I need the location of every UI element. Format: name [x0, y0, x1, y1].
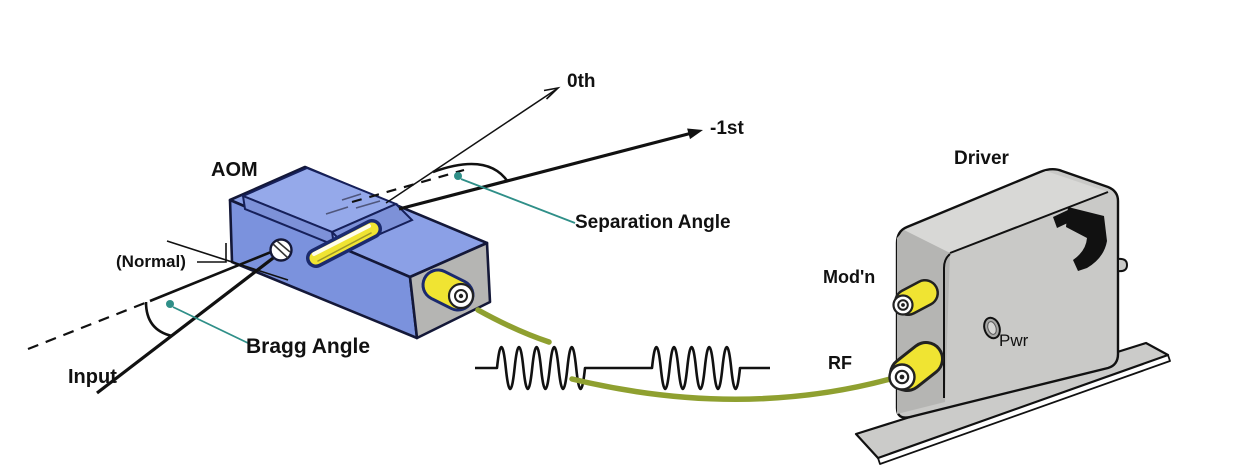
aom-aperture-window	[306, 219, 382, 268]
bragg-angle-dot	[166, 300, 174, 308]
normal-right-angle-mark	[197, 243, 227, 263]
undeviated-axis-dashed	[351, 168, 465, 204]
surface-normal-line	[166, 240, 289, 281]
modulation-label: Mod'n	[823, 267, 876, 287]
normal-label: (Normal)	[116, 252, 186, 271]
driver-label: Driver	[954, 148, 1009, 169]
separation-angle-leader	[460, 178, 576, 224]
driver-top-face	[904, 171, 1108, 253]
rf-cable-segment	[475, 307, 552, 345]
bragg-angle-leader	[172, 306, 251, 345]
minus-first-label: -1st	[710, 118, 744, 139]
aom-label: AOM	[211, 159, 258, 181]
bragg-angle-arc	[144, 301, 173, 338]
separation-angle-arc	[432, 162, 510, 183]
separation-angle-dot	[454, 172, 462, 180]
driver-side-nub	[1117, 257, 1129, 273]
driver-rf-connector	[888, 341, 944, 392]
zeroth-order-label: 0th	[567, 71, 596, 92]
reference-axis-dashed	[27, 299, 151, 351]
separation-angle-label: Separation Angle	[575, 212, 731, 233]
output-beams	[351, 86, 703, 224]
aom-rf-connector	[421, 268, 475, 312]
minus-first-order-beam	[398, 131, 691, 211]
rf-waveform	[475, 345, 770, 391]
aom-entrance-hole	[269, 238, 293, 262]
minus-first-order-arrowhead	[687, 128, 703, 140]
input-label: Input	[68, 366, 117, 388]
driver-clip	[1053, 207, 1107, 271]
aom-sketch-marks	[325, 193, 381, 215]
driver-module	[569, 168, 1171, 465]
rf-cable	[569, 375, 897, 402]
zeroth-order-arrowhead	[543, 86, 561, 100]
power-label: Pwr	[999, 331, 1029, 350]
modulation-connector	[892, 279, 939, 316]
zeroth-order-beam	[385, 88, 557, 204]
reference-axis-solid	[149, 246, 282, 303]
bragg-angle-label: Bragg Angle	[246, 335, 371, 358]
input-beam	[96, 250, 282, 395]
aom-module	[228, 165, 492, 340]
power-connector	[983, 316, 1001, 340]
rf-label: RF	[828, 353, 852, 373]
input-beam-geometry	[27, 240, 289, 395]
